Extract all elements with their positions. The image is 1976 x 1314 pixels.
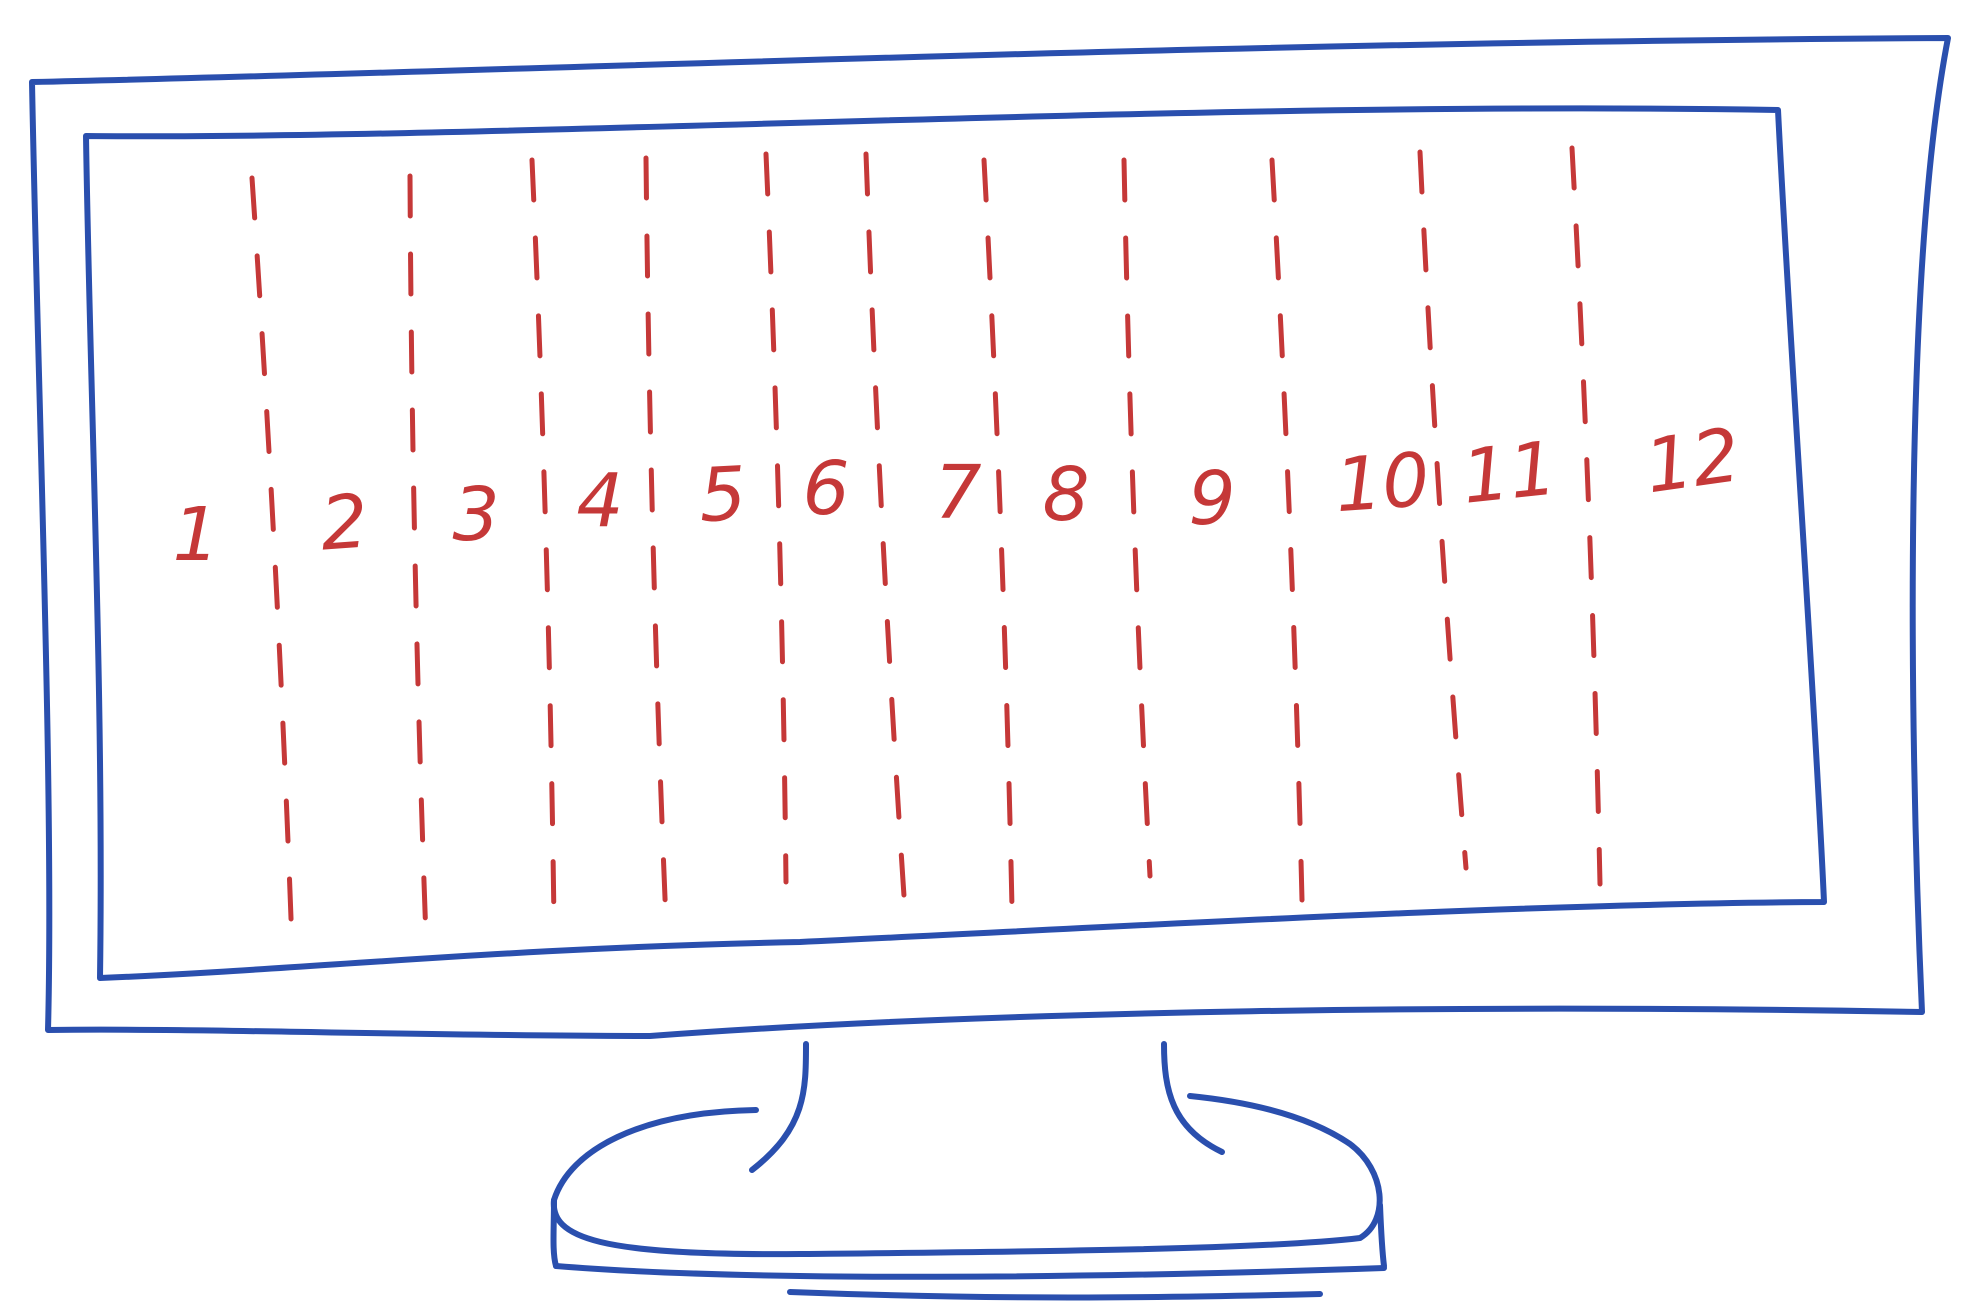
grid-divider-11 (1569, 145, 1603, 887)
column-number-9: 9 (1188, 456, 1235, 542)
column-number-10: 10 (1332, 437, 1432, 529)
column-number-4: 4 (576, 458, 623, 544)
monitor-bezel (29, 35, 1951, 1039)
column-number-2: 2 (318, 479, 371, 568)
monitor-base-bottom (553, 1263, 1387, 1280)
column-number-12: 12 (1640, 412, 1745, 510)
monitor-base-side-left (550, 1197, 559, 1269)
column-number-5: 5 (697, 451, 749, 539)
column-number-6: 6 (802, 446, 849, 532)
grid-divider-8 (1121, 157, 1153, 879)
grid-divider-5 (763, 151, 789, 885)
monitor-base-shadow (787, 1289, 1323, 1301)
grid-divider-10 (1417, 149, 1469, 871)
monitor-drawing (29, 35, 1951, 1301)
monitor-neck-right (1161, 1041, 1225, 1155)
grid-divider-1 (249, 175, 295, 948)
grid-divider-9 (1269, 157, 1305, 903)
grid-divider-2 (407, 173, 429, 941)
grid-divider-6 (863, 151, 909, 929)
column-number-11: 11 (1458, 425, 1561, 520)
monitor-screen (83, 105, 1827, 981)
monitor-neck-left (749, 1041, 809, 1173)
monitor-base-top (550, 1093, 1383, 1258)
grid-divider-4 (643, 155, 669, 925)
column-number-1: 1 (172, 492, 219, 578)
column-number-8: 8 (1042, 452, 1089, 538)
grid-dividers (249, 145, 1603, 948)
grid-divider-3 (529, 157, 557, 925)
grid-divider-7 (981, 157, 1015, 911)
column-number-3: 3 (452, 472, 499, 558)
monitor-base-side-right (1377, 1202, 1387, 1269)
column-number-7: 7 (934, 450, 981, 536)
